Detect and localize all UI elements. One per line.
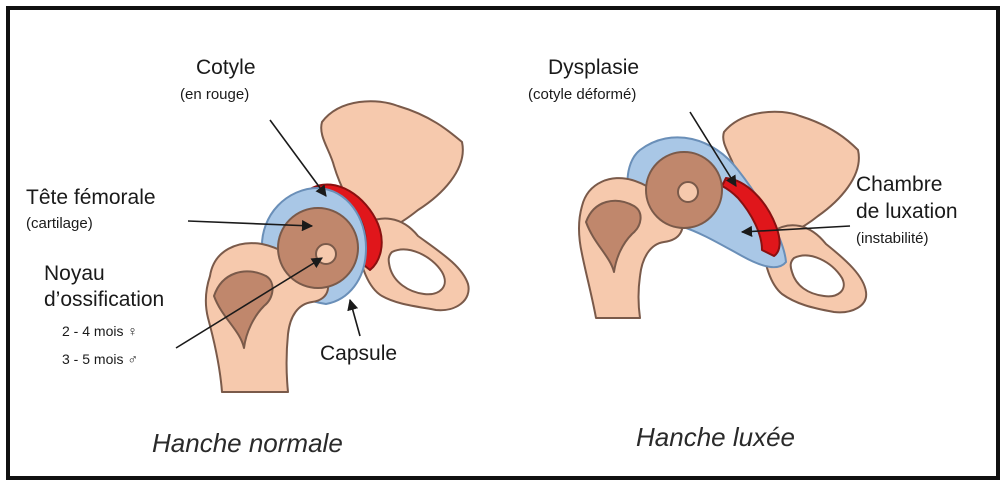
cotyle-note: (en rouge) [180,86,249,103]
chambre-label-line2: de luxation [856,200,958,223]
tete-femorale-note: (cartilage) [26,215,93,232]
luxee-ossification-nucleus [678,182,698,202]
noyau-label-line1: Noyau [44,262,105,285]
capsule-label: Capsule [320,342,397,365]
tete-femorale-label: Tête fémorale [26,186,156,209]
age-boys: 3 - 5 mois ♂ [62,351,138,367]
cotyle-label: Cotyle [196,56,256,79]
noyau-label-line2: d’ossification [44,288,164,311]
dysplasie-note: (cotyle déformé) [528,86,636,103]
luxee-hip-illustration [579,112,866,318]
dysplasie-label: Dysplasie [548,56,639,79]
chambre-note: (instabilité) [856,230,929,247]
chambre-label-line1: Chambre [856,173,942,196]
capsule-arrow [350,300,360,336]
caption-normale: Hanche normale [152,428,343,458]
normal-ossification-nucleus [316,244,336,264]
caption-luxee: Hanche luxée [636,422,795,452]
cotyle-arrow [270,120,326,196]
age-girls: 2 - 4 mois ♀ [62,323,138,339]
